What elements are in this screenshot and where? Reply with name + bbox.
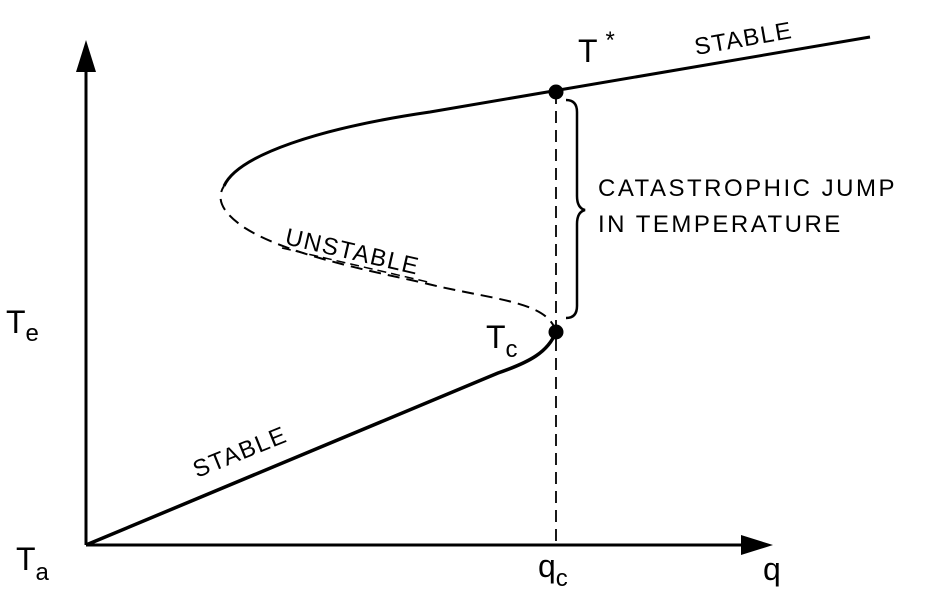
unstable-branch xyxy=(219,185,557,333)
qc-label: qc xyxy=(538,548,568,592)
unstable-label: UNSTABLE xyxy=(283,224,422,281)
jump-annotation-line1: CATASTROPHIC JUMP xyxy=(598,175,897,202)
upper-stable-label: STABLE xyxy=(692,17,794,61)
tc-point xyxy=(548,324,564,340)
lower-stable-branch xyxy=(85,331,558,547)
tstar-label: T* xyxy=(578,27,615,69)
unstable-label-underline xyxy=(281,247,429,283)
upper-stable-branch xyxy=(222,35,871,187)
x-axis-arrowhead xyxy=(741,535,773,555)
tstar-point xyxy=(548,84,564,100)
origin-label: Ta xyxy=(16,541,50,586)
y-axis-arrowhead xyxy=(76,40,96,72)
jump-brace xyxy=(565,98,586,320)
tc-label: Tc xyxy=(486,319,518,363)
y-axis-label: Te xyxy=(6,304,39,347)
x-axis-label: q xyxy=(763,551,781,587)
jump-annotation-line2: IN TEMPERATURE xyxy=(598,211,843,238)
lower-stable-label: STABLE xyxy=(189,421,291,483)
